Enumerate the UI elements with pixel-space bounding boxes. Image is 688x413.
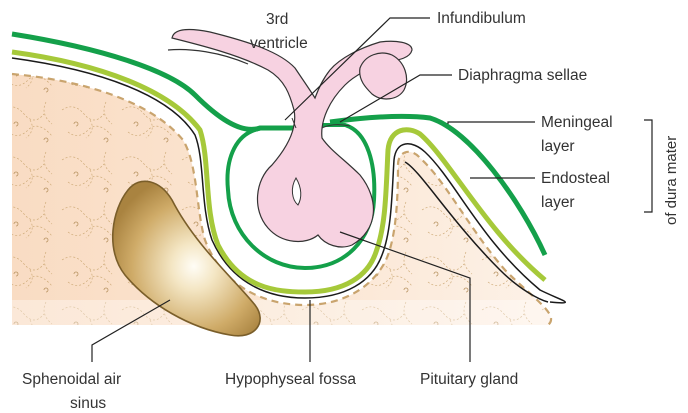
label-dura-mater: of dura mater [663, 136, 680, 225]
label-sphenoidal-line2: sinus [70, 395, 106, 412]
label-meningeal-line2: layer [541, 138, 575, 155]
label-endosteal-line1: Endosteal [541, 170, 610, 187]
label-pituitary-gland: Pituitary gland [420, 371, 518, 388]
label-3rd-ventricle-line1: 3rd [266, 11, 288, 28]
label-sphenoidal-line1: Sphenoidal air [22, 371, 121, 388]
label-meningeal-line1: Meningeal [541, 114, 613, 131]
label-hypophyseal-fossa: Hypophyseal fossa [225, 371, 356, 388]
label-diaphragma-sellae: Diaphragma sellae [458, 67, 587, 84]
label-3rd-ventricle-line2: ventricle [250, 35, 308, 52]
label-endosteal-line2: layer [541, 194, 575, 211]
label-infundibulum: Infundibulum [437, 10, 526, 27]
